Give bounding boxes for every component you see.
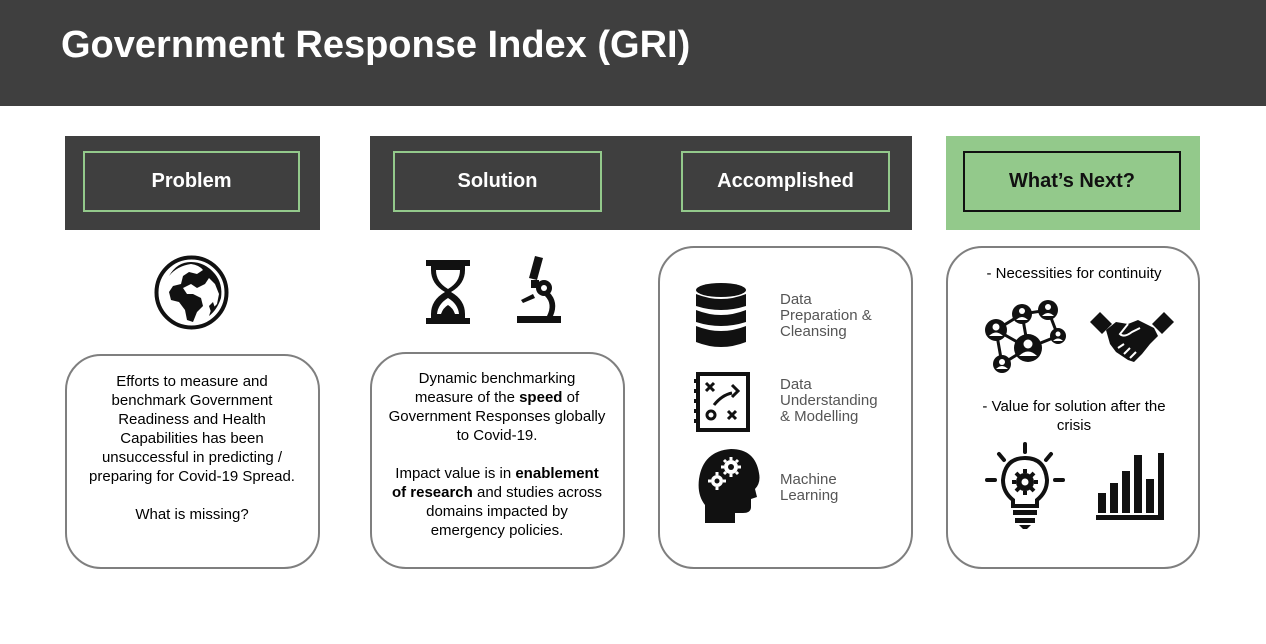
accomplished-header: Accomplished: [681, 151, 890, 212]
whats-next-item-1: - Necessities for continuity: [986, 265, 1162, 282]
whats-next-header-bar: What’s Next?: [946, 136, 1200, 230]
problem-header: Problem: [83, 151, 300, 212]
title-banner: Government Response Index (GRI): [0, 0, 1266, 106]
solution-card: [370, 352, 625, 569]
globe-icon: [154, 255, 229, 330]
solution-paragraph-2: Impact value is in enablement of researc…: [391, 465, 603, 539]
bar-chart-icon: [1096, 453, 1164, 520]
problem-description: Efforts to measure and benchmark Governm…: [89, 373, 295, 485]
solution-header: Solution: [393, 151, 602, 212]
whats-next-header: What’s Next?: [963, 151, 1181, 212]
hourglass-icon: [426, 260, 470, 324]
accomplished-item-3-label: Machine Learning: [780, 471, 839, 504]
accomplished-item-2-label: Data Understanding & Modelling: [780, 376, 878, 425]
solution-paragraph-1: Dynamic benchmarking measure of the spee…: [388, 370, 606, 444]
database-icon: [696, 283, 746, 347]
head-gears-icon: [698, 449, 760, 523]
solution-text: Dynamic benchmarking measure of the spee…: [388, 369, 606, 540]
whats-next-item-2: - Value for solution after the crisis: [982, 398, 1166, 434]
strategy-board-icon: [694, 372, 750, 432]
solution-accomplished-header-bar: Solution Accomplished: [370, 136, 912, 230]
handshake-icon: [1090, 312, 1174, 362]
problem-header-bar: Problem: [65, 136, 320, 230]
lightbulb-gear-icon: [985, 442, 1065, 529]
page-title: Government Response Index (GRI): [61, 24, 691, 66]
network-people-icon: [985, 300, 1066, 373]
microscope-icon: [517, 256, 561, 323]
problem-card: [65, 354, 320, 569]
problem-text: Efforts to measure and benchmark Governm…: [86, 372, 298, 524]
problem-question: What is missing?: [135, 506, 249, 523]
accomplished-item-1-label: Data Preparation & Cleansing: [780, 291, 872, 340]
